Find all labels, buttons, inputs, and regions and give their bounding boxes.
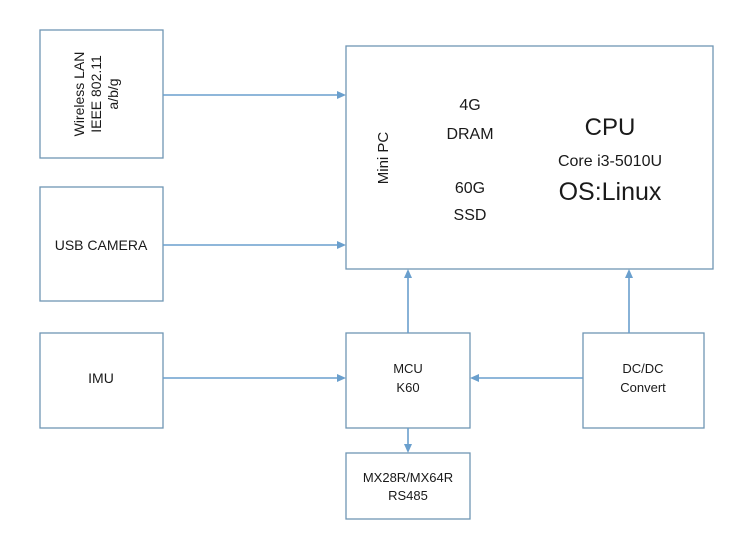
mcu-label: MCU <box>393 361 423 376</box>
mcu-to-pc-arrowhead <box>404 269 412 278</box>
usb-camera-box <box>39 186 164 302</box>
wireless-label-line2: IEEE 802.11 <box>88 55 104 133</box>
mcu-to-servo-arrowhead <box>404 444 412 453</box>
cpu-model: Core i3-5010U <box>558 153 662 170</box>
mcu-model: K60 <box>396 380 419 395</box>
dcdc-convert-label: Convert <box>620 380 666 395</box>
servo-bus-label: RS485 <box>388 488 428 503</box>
mini-pc-label: Mini PC <box>375 132 392 185</box>
camera-to-pc-arrowhead <box>337 241 346 249</box>
imu-to-mcu-arrowhead <box>337 374 346 382</box>
servo-model-label: MX28R/MX64R <box>363 470 453 485</box>
dram-label: DRAM <box>446 126 493 143</box>
imu-box <box>39 332 164 429</box>
ssd-size: 60G <box>455 180 485 197</box>
ssd-label: SSD <box>454 207 487 224</box>
mini-pc-box <box>345 45 714 270</box>
usb-camera-label: USB CAMERA <box>55 237 148 253</box>
dram-size: 4G <box>459 97 480 114</box>
imu-label: IMU <box>88 370 114 386</box>
dcdc-box <box>582 332 705 429</box>
mcu-box <box>345 332 471 429</box>
wireless-lan-box <box>39 29 164 159</box>
wireless-to-pc-arrowhead <box>337 91 346 99</box>
dcdc-label: DC/DC <box>622 361 663 376</box>
wireless-label-line3: a/b/g <box>105 78 121 109</box>
dcdc-to-pc-arrowhead <box>625 269 633 278</box>
wireless-label-line1: Wireless LAN <box>71 52 87 137</box>
cpu-title: CPU <box>585 114 636 141</box>
servo-box <box>345 452 471 520</box>
os-label: OS:Linux <box>559 178 662 206</box>
dcdc-to-mcu-arrowhead <box>470 374 479 382</box>
